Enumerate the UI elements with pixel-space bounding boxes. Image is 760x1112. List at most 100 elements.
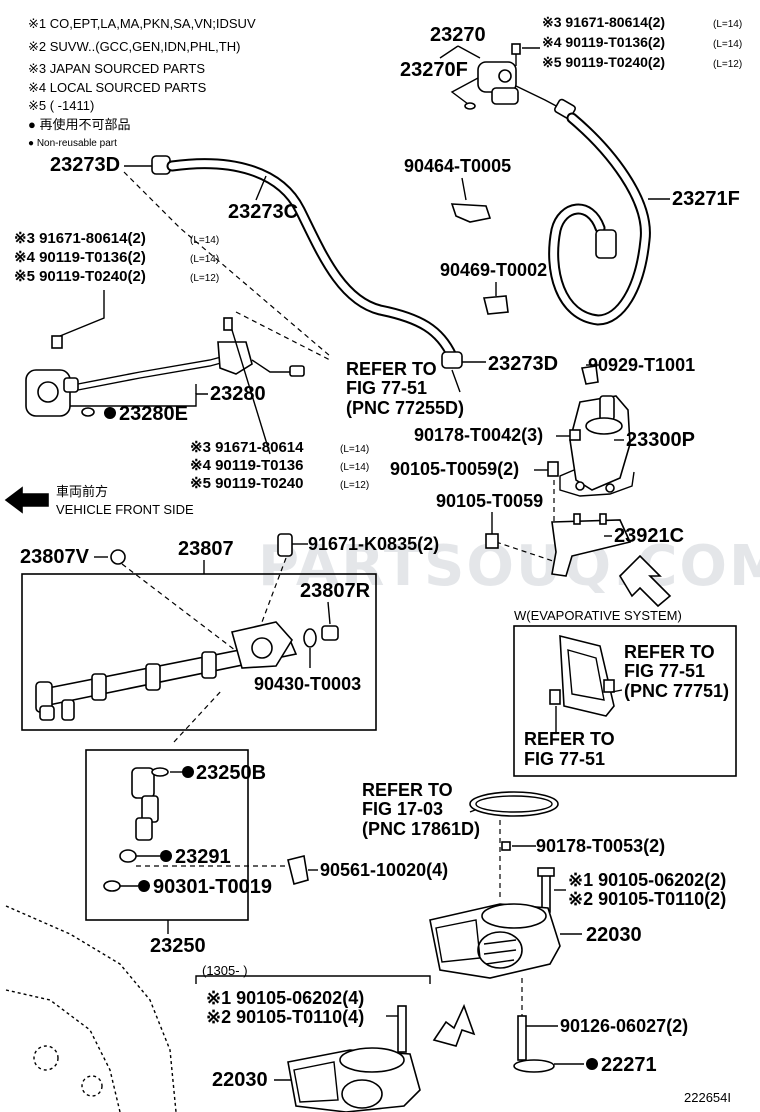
- legend-line-2: ※2 SUVW..(GCC,GEN,IDN,PHL,TH): [28, 39, 240, 54]
- gasket-22271: [513, 1059, 555, 1073]
- label-90929: 90929-T1001: [588, 355, 695, 375]
- label-tr-4: ※4 90119-T0136(2): [542, 34, 665, 50]
- stud-90126: [517, 1015, 527, 1061]
- bolt-90105-T0059-2: [547, 461, 559, 477]
- clamp-23273D-b: [441, 351, 463, 369]
- engine-sketch: [5, 905, 177, 1112]
- bolt-top-right: [511, 43, 521, 66]
- label-r-1-06202: ※1 90105-06202(2): [568, 870, 726, 890]
- label-23921C: 23921C: [614, 525, 684, 547]
- refer-77-51-a: REFER TO: [346, 359, 437, 379]
- label-90301: 90301-T0019: [153, 876, 272, 898]
- label-b-2-T0110: ※2 90105-T0110(4): [206, 1007, 364, 1027]
- label-23807: 23807: [178, 538, 234, 560]
- legend-line-3: ※3 JAPAN SOURCED PARTS: [28, 61, 205, 76]
- throttle-body-22030-b: [287, 1047, 421, 1112]
- label-91671-K0835: 91671-K0835(2): [308, 534, 439, 554]
- legend-line-4: ※4 LOCAL SOURCED PARTS: [28, 80, 207, 95]
- bracket-23921C: [551, 519, 632, 577]
- front-arrow-icon: [4, 486, 49, 514]
- clip-90464: [450, 203, 492, 223]
- label-90105-T0059-2: 90105-T0059(2): [390, 459, 519, 479]
- bolt-91671-K0835: [277, 533, 293, 557]
- label-left-3: ※3 91671-80614(2): [14, 230, 146, 247]
- evap-ref1-a: REFER TO: [624, 642, 715, 662]
- watermark: PARTSOUQ.COM: [258, 534, 760, 599]
- leader-23807R: [327, 601, 331, 625]
- evap-box: [513, 625, 737, 777]
- leader-90464: [461, 177, 467, 201]
- label-90469: 90469-T0002: [440, 260, 547, 280]
- label-left-4: ※4 90119-T0136(2): [14, 249, 146, 266]
- fuel-rail-box: [21, 573, 377, 731]
- label-23250: 23250: [150, 935, 206, 957]
- nonreusable-dot: [182, 766, 194, 778]
- evap-bracket: [549, 634, 615, 717]
- label-left-3-q: (L=14): [190, 235, 219, 246]
- evap-ref1-c: (PNC 77751): [624, 681, 729, 701]
- vsv-23280: [25, 317, 305, 417]
- bolt-left: [51, 335, 63, 349]
- injector-box: [85, 749, 249, 921]
- cap-23807V: [110, 549, 126, 565]
- leader-left-bolt: [59, 290, 105, 337]
- label-23273D-a: 23273D: [50, 154, 120, 176]
- grommet-90561: [287, 855, 309, 885]
- clip-90469: [482, 295, 509, 315]
- label-left-5-q: (L=12): [190, 273, 219, 284]
- ref-17-03-b: FIG 17-03: [362, 799, 443, 819]
- ref-17-03-a: REFER TO: [362, 780, 453, 800]
- bottom-bracket: [195, 975, 431, 984]
- oring-90301: [103, 880, 121, 892]
- label-23291: 23291: [175, 846, 231, 868]
- label-90178-T0053: 90178-T0053(2): [536, 836, 665, 856]
- bolt-b-06202: [397, 1005, 407, 1053]
- label-mid-4: ※4 90119-T0136: [190, 457, 304, 474]
- label-mid-5: ※5 90119-T0240: [190, 475, 304, 492]
- direction-en: VEHICLE FRONT SIDE: [56, 502, 194, 517]
- label-mid-3-q: (L=14): [340, 444, 369, 455]
- evap-title: W(EVAPORATIVE SYSTEM): [514, 608, 682, 623]
- fuel-rail-23807: [35, 621, 298, 721]
- label-r-2-T0110: ※2 90105-T0110(2): [568, 889, 726, 909]
- nut-90178-T0053: [501, 841, 511, 851]
- arrow-throttle-icon: [432, 1003, 476, 1047]
- label-23273C: 23273C: [228, 201, 298, 223]
- direction-jp: 車両前方: [56, 484, 108, 499]
- label-23270F: 23270F: [400, 59, 468, 81]
- label-90126: 90126-06027(2): [560, 1016, 688, 1036]
- diagram-id: 222654I: [684, 1090, 731, 1105]
- date-range: (1305- ): [202, 963, 248, 978]
- leader-refer-77-51: [451, 369, 461, 393]
- label-23807V: 23807V: [20, 546, 90, 568]
- leader-23270: [439, 45, 481, 59]
- dash-23280: [235, 311, 331, 361]
- legend: ※1 CO,EPT,LA,MA,PKN,SA,VN;IDSUV ※2 SUVW.…: [28, 16, 256, 149]
- oring-23280E: [81, 407, 95, 417]
- label-tr-3: ※3 91671-80614(2): [542, 14, 665, 30]
- label-23300P: 23300P: [626, 429, 695, 451]
- label-23271F: 23271F: [672, 188, 740, 210]
- label-23807R: 23807R: [300, 580, 371, 602]
- evap-ref2-b: FIG 77-51: [524, 749, 605, 769]
- clip-90929: [581, 365, 599, 385]
- label-mid-4-q: (L=14): [340, 462, 369, 473]
- label-23273D-b: 23273D: [488, 353, 558, 375]
- label-23280: 23280: [210, 383, 266, 405]
- valve-23300P: [559, 395, 635, 497]
- nonreusable-dot: [104, 407, 116, 419]
- legend-line-6: ● 再使用不可部品: [28, 117, 130, 132]
- nonreusable-dot: [586, 1058, 598, 1070]
- nonreusable-dot: [160, 850, 172, 862]
- bolt-90105-T0059: [485, 533, 499, 549]
- hose-fitting: [595, 229, 617, 259]
- label-90430: 90430-T0003: [254, 674, 361, 694]
- legend-line-5: ※5 ( -1411): [28, 98, 94, 113]
- label-left-4-q: (L=14): [190, 254, 219, 265]
- refer-77-51-c: (PNC 77255D): [346, 398, 464, 418]
- refer-77-51-b: FIG 77-51: [346, 378, 427, 398]
- label-90178-T0042: 90178-T0042(3): [414, 425, 543, 445]
- legend-line-7: ● Non-reusable part: [28, 138, 117, 149]
- vsv-23270: [450, 61, 576, 120]
